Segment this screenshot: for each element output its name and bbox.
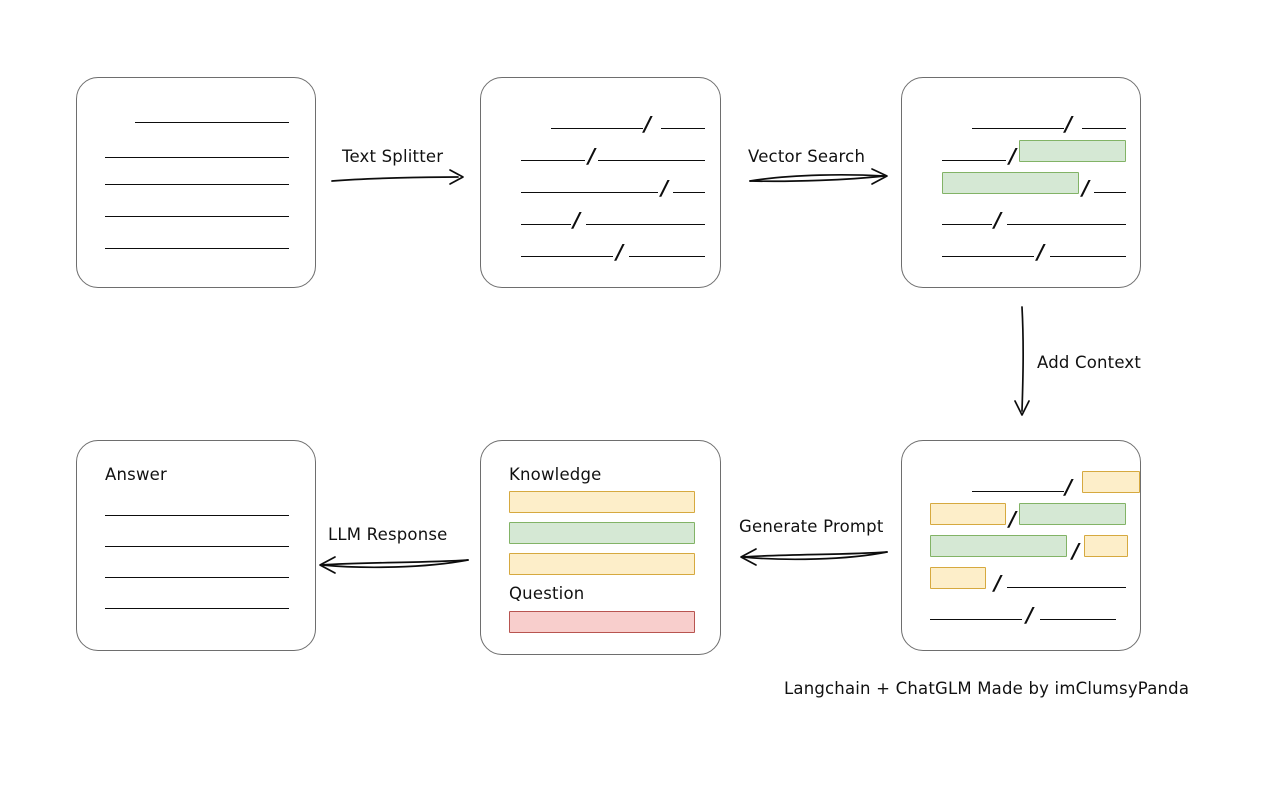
node-context-chunks[interactable]: / / / / /	[901, 440, 1141, 651]
text-rule	[930, 619, 1022, 620]
text-rule	[105, 608, 289, 609]
edge-label-add-context: Add Context	[1037, 353, 1142, 372]
edge-label-vector-search: Vector Search	[748, 147, 866, 166]
chunk-separator-icon: /	[588, 144, 596, 168]
chunk-separator-icon: /	[1065, 475, 1073, 499]
prompt-knowledge-chip[interactable]	[509, 553, 695, 575]
text-rule	[942, 224, 992, 225]
chunk-separator-icon: /	[1026, 603, 1034, 627]
chunk-separator-icon: /	[994, 571, 1002, 595]
node-matched-chunks[interactable]: / / / / /	[901, 77, 1141, 288]
text-rule	[1007, 224, 1126, 225]
arrow-llm-response	[319, 556, 469, 574]
chunk-separator-icon: /	[1065, 112, 1073, 136]
text-rule	[521, 256, 613, 257]
text-rule	[1040, 619, 1116, 620]
edge-label-text-splitter: Text Splitter	[342, 147, 444, 166]
chunk-separator-icon: /	[1009, 507, 1017, 531]
arrow-vector-search	[749, 168, 888, 185]
chunk-separator-icon: /	[573, 208, 581, 232]
matched-chunk-chip[interactable]	[1019, 140, 1126, 162]
arrow-add-context	[1014, 306, 1030, 416]
matched-chunk-chip[interactable]	[942, 172, 1079, 194]
node-prompt[interactable]: Knowledge Question	[480, 440, 721, 655]
chunk-separator-icon: /	[1037, 240, 1045, 264]
node-source-document[interactable]	[76, 77, 316, 288]
text-rule	[105, 216, 289, 217]
arrow-generate-prompt	[740, 548, 888, 566]
chunk-separator-icon: /	[994, 208, 1002, 232]
text-rule	[586, 224, 705, 225]
text-rule	[105, 157, 289, 158]
chunk-separator-icon: /	[1072, 539, 1080, 563]
question-label: Question	[509, 584, 585, 603]
matched-chunk-chip[interactable]	[930, 535, 1067, 557]
credit-text: Langchain + ChatGLM Made by imClumsyPand…	[784, 679, 1190, 698]
text-rule	[673, 192, 705, 193]
context-chunk-chip[interactable]	[1082, 471, 1140, 493]
text-rule	[629, 256, 705, 257]
text-rule	[942, 160, 1006, 161]
text-rule	[1094, 192, 1126, 193]
text-rule	[551, 128, 643, 129]
edge-label-generate-prompt: Generate Prompt	[739, 517, 884, 536]
text-rule	[135, 122, 289, 123]
text-rule	[105, 515, 289, 516]
chunk-separator-icon: /	[616, 240, 624, 264]
answer-label: Answer	[105, 465, 167, 484]
prompt-question-chip[interactable]	[509, 611, 695, 633]
text-rule	[661, 128, 705, 129]
text-rule	[598, 160, 705, 161]
arrow-text-splitter	[331, 169, 464, 185]
chunk-separator-icon: /	[1082, 176, 1090, 200]
text-rule	[521, 192, 658, 193]
chunk-separator-icon: /	[661, 176, 669, 200]
text-rule	[105, 184, 289, 185]
edge-label-llm-response: LLM Response	[328, 525, 448, 544]
text-rule	[972, 491, 1064, 492]
context-chunk-chip[interactable]	[930, 567, 986, 589]
text-rule	[105, 248, 289, 249]
text-rule	[1082, 128, 1126, 129]
text-rule	[105, 546, 289, 547]
matched-chunk-chip[interactable]	[1019, 503, 1126, 525]
context-chunk-chip[interactable]	[1084, 535, 1128, 557]
text-rule	[521, 160, 585, 161]
text-rule	[1050, 256, 1126, 257]
chunk-separator-icon: /	[644, 112, 652, 136]
chunk-separator-icon: /	[1009, 144, 1017, 168]
context-chunk-chip[interactable]	[930, 503, 1006, 525]
prompt-knowledge-chip[interactable]	[509, 522, 695, 544]
text-rule	[1007, 587, 1126, 588]
text-rule	[521, 224, 571, 225]
prompt-knowledge-chip[interactable]	[509, 491, 695, 513]
text-rule	[105, 577, 289, 578]
text-rule	[972, 128, 1064, 129]
knowledge-label: Knowledge	[509, 465, 602, 484]
node-split-chunks[interactable]: / / / / /	[480, 77, 721, 288]
node-answer[interactable]: Answer	[76, 440, 316, 651]
text-rule	[942, 256, 1034, 257]
